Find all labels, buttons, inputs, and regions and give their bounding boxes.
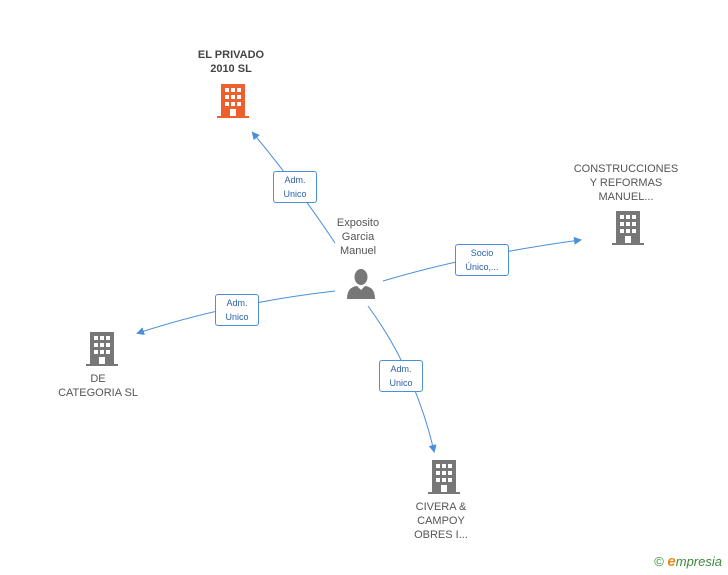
footer-brand: © empresia	[654, 553, 722, 570]
edge-label-to-el-privado[interactable]: Adm. Unico	[273, 171, 317, 203]
edge-label-line: Único,...	[465, 262, 499, 272]
node-label-construcciones[interactable]: CONSTRUCCIONES Y REFORMAS MANUEL...	[566, 162, 686, 204]
node-label-line: Exposito	[336, 217, 380, 229]
building-icon-el-privado[interactable]	[217, 84, 249, 118]
edge-label-line: Adm.	[390, 364, 412, 374]
edge-label-line: Unico	[283, 189, 307, 199]
building-icon-construcciones[interactable]	[612, 211, 644, 245]
edge-label-line: Adm.	[284, 175, 306, 185]
node-label-line: EL PRIVADO	[197, 49, 265, 61]
edge-label-line: Adm.	[226, 298, 248, 308]
node-label-line: OBRES I...	[414, 529, 468, 541]
node-label-line: CATEGORIA SL	[58, 387, 138, 399]
node-label-person[interactable]: Exposito Garcia Manuel	[318, 216, 398, 258]
node-label-civera[interactable]: CIVERA & CAMPOY OBRES I...	[391, 500, 491, 542]
node-label-line: CONSTRUCCIONES	[573, 163, 679, 175]
node-label-line: CIVERA &	[415, 501, 467, 513]
edge-label-to-civera[interactable]: Adm. Unico	[379, 360, 423, 392]
person-icon[interactable]	[346, 268, 376, 300]
node-label-de-categoria[interactable]: DE CATEGORIA SL	[48, 372, 148, 400]
edge-label-line: Unico	[389, 378, 413, 388]
copyright-icon: ©	[654, 554, 664, 569]
brand-logo-text: mpresia	[675, 554, 722, 569]
edge-label-to-construcciones[interactable]: Socio Único,...	[455, 244, 509, 276]
building-icon-civera[interactable]	[428, 460, 460, 494]
node-label-line: 2010 SL	[210, 63, 252, 75]
node-label-line: Garcia	[341, 231, 375, 243]
node-label-line: MANUEL...	[598, 191, 654, 203]
brand-logo-initial: e	[667, 553, 676, 570]
node-label-line: DE	[90, 373, 106, 385]
node-label-el-privado[interactable]: EL PRIVADO 2010 SL	[181, 48, 281, 76]
edge-label-line: Socio	[470, 248, 494, 258]
edge-label-line: Unico	[225, 312, 249, 322]
building-icon-de-categoria[interactable]	[86, 332, 118, 366]
node-label-line: Manuel	[339, 245, 377, 257]
edge-label-to-de-categoria[interactable]: Adm. Unico	[215, 294, 259, 326]
node-label-line: Y REFORMAS	[589, 177, 663, 189]
node-label-line: CAMPOY	[417, 515, 465, 527]
